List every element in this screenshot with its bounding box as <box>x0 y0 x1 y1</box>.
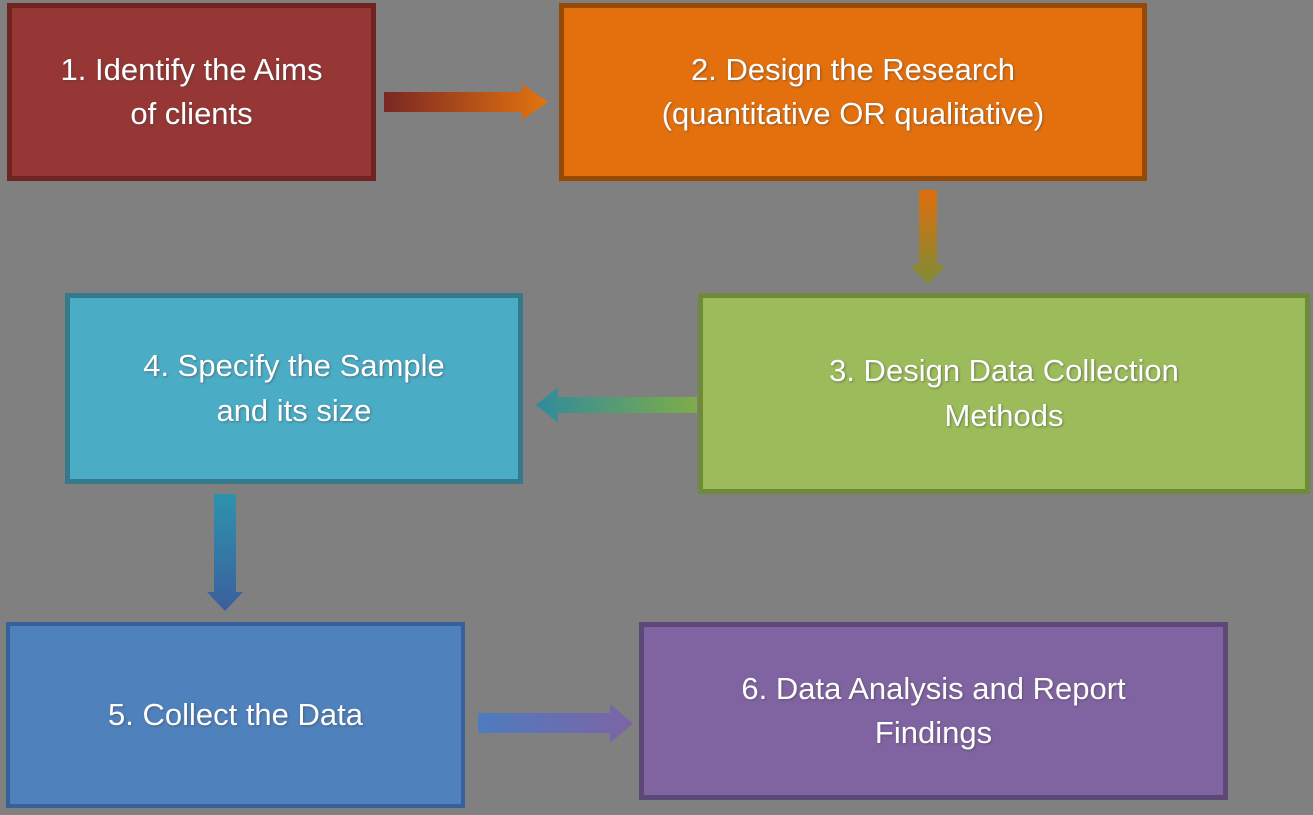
step-box-5: 5. Collect the Data <box>6 622 465 808</box>
step-4-label-line-2: and its size <box>216 392 372 428</box>
step-1-label-line-2: of clients <box>130 96 253 131</box>
step-6-label-line-2: Findings <box>874 715 993 750</box>
step-4-label-line-1: 4. Specify the Sample <box>143 348 445 384</box>
arrow-step2-to-step3-icon <box>910 190 946 284</box>
arrow-step5-to-step6-icon <box>478 704 633 743</box>
step-2-label-line-1: 2. Design the Research <box>691 51 1015 87</box>
step-5-label-line-1: 5. Collect the Data <box>107 696 364 732</box>
step-box-3: 3. Design Data Collection Methods <box>698 293 1310 494</box>
arrow-step4-to-step5-icon <box>207 494 243 611</box>
arrow-step3-to-step4-icon <box>536 387 697 423</box>
step-1-label-line-1: 1. Identify the Aims <box>60 51 323 87</box>
step-6-label-line-1: 6. Data Analysis and Report <box>741 670 1126 706</box>
step-3-label-line-1: 3. Design Data Collection <box>829 353 1179 389</box>
step-2-label-line-2: (quantitative OR qualitative) <box>661 96 1045 131</box>
step-box-2: 2. Design the Research (quantitative OR … <box>559 3 1147 181</box>
step-box-6: 6. Data Analysis and Report Findings <box>639 622 1228 800</box>
step-3-label-line-2: Methods <box>944 397 1064 433</box>
step-box-4: 4. Specify the Sample and its size <box>65 293 523 484</box>
step-box-1: 1. Identify the Aims of clients <box>7 3 376 181</box>
arrow-step1-to-step2-icon <box>384 84 548 120</box>
